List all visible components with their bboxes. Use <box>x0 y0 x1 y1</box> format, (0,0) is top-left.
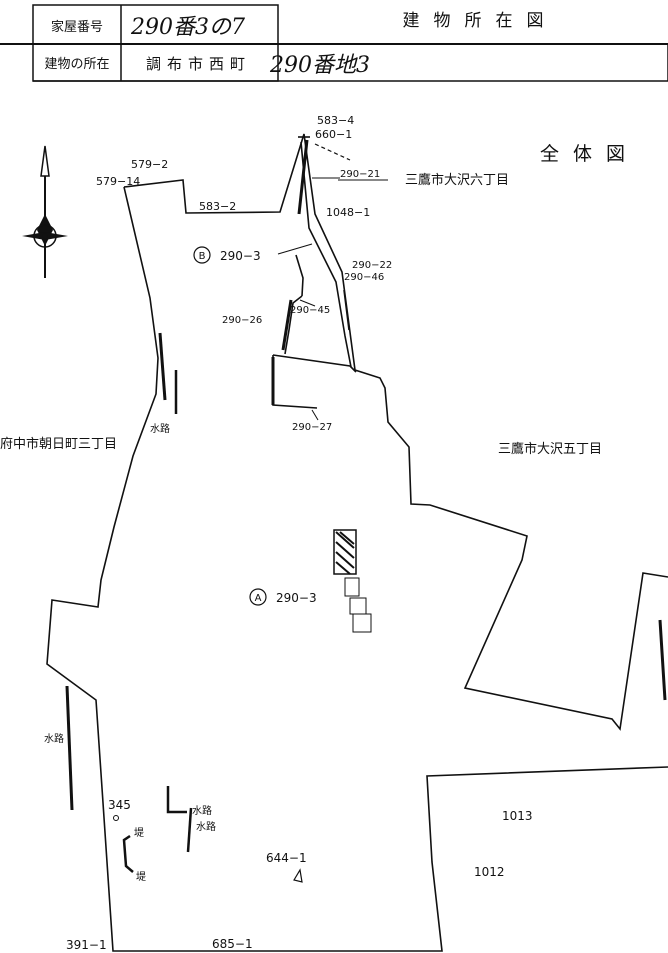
lot-label: 1048−1 <box>326 206 370 219</box>
parcel-b-marker: B <box>199 251 206 262</box>
parcel-a-marker: A <box>255 593 262 604</box>
north-arrow-icon <box>22 145 68 278</box>
lot-labels: 583−4 660−1 579−2 579−14 583−2 290−21 10… <box>66 114 533 952</box>
lot-label: 290−27 <box>292 422 332 433</box>
neighbor-west: 府中市朝日町三丁目 <box>0 436 117 452</box>
boundary-dashed <box>314 143 351 161</box>
lot-label: 345 <box>108 798 131 812</box>
building-footprint <box>333 529 372 633</box>
lot-label: 583−2 <box>199 200 236 213</box>
lot-label: 290−21 <box>340 169 380 180</box>
location-label: 建物の所在 <box>44 57 109 72</box>
waterway-label: 水路 <box>44 732 64 745</box>
marker-345-icon <box>113 815 119 821</box>
lot-label: 290−46 <box>344 272 384 283</box>
parcel-a-circle <box>249 588 267 606</box>
lot-label: 579−14 <box>96 175 140 188</box>
location-printed: 調布市西町 <box>146 55 251 73</box>
lot-label: 579−2 <box>131 158 168 171</box>
waterway-label: 水路 <box>150 422 170 435</box>
feature-labels: 水路 水路 水路 水路 堤 堤 <box>44 422 216 883</box>
waterway-label: 水路 <box>196 820 216 833</box>
document-title: 建物所在図 <box>403 11 558 31</box>
lot-label: 290−22 <box>352 260 392 271</box>
leader-lines <box>277 177 388 421</box>
lot-label: 290−26 <box>222 315 262 326</box>
header-table <box>0 4 668 82</box>
lot-label: 1012 <box>474 865 505 879</box>
parcel-boundary <box>46 133 668 952</box>
lot-label: 644−1 <box>266 851 307 865</box>
overview-label: 全体図 <box>540 143 639 165</box>
lot-label: 1013 <box>502 809 533 823</box>
lot-label: 685−1 <box>212 937 253 951</box>
neighbor-east-lower: 三鷹市大沢五丁目 <box>498 441 602 457</box>
house-number-value: 290番3の7 <box>130 15 245 40</box>
parcel-b-circle <box>193 246 211 264</box>
lot-label: 290−45 <box>290 305 330 316</box>
house-number-label: 家屋番号 <box>51 19 103 35</box>
lot-label: 391−1 <box>66 938 107 952</box>
waterway-lines <box>122 370 193 873</box>
neighbor-east-upper: 三鷹市大沢六丁目 <box>405 172 509 188</box>
waterway-label: 水路 <box>192 804 212 817</box>
parcel-b-label: 290−3 <box>220 249 261 263</box>
lot-label: 660−1 <box>315 128 352 141</box>
location-handwritten: 290番地3 <box>269 53 370 78</box>
lot-label: 583−4 <box>317 114 354 127</box>
parcel-a-label: 290−3 <box>276 591 317 605</box>
marker-644-icon <box>293 868 303 883</box>
boundary-heavy-strokes <box>65 139 667 811</box>
embankment-label: 堤 <box>134 827 144 839</box>
embankment-label: 堤 <box>136 871 146 883</box>
